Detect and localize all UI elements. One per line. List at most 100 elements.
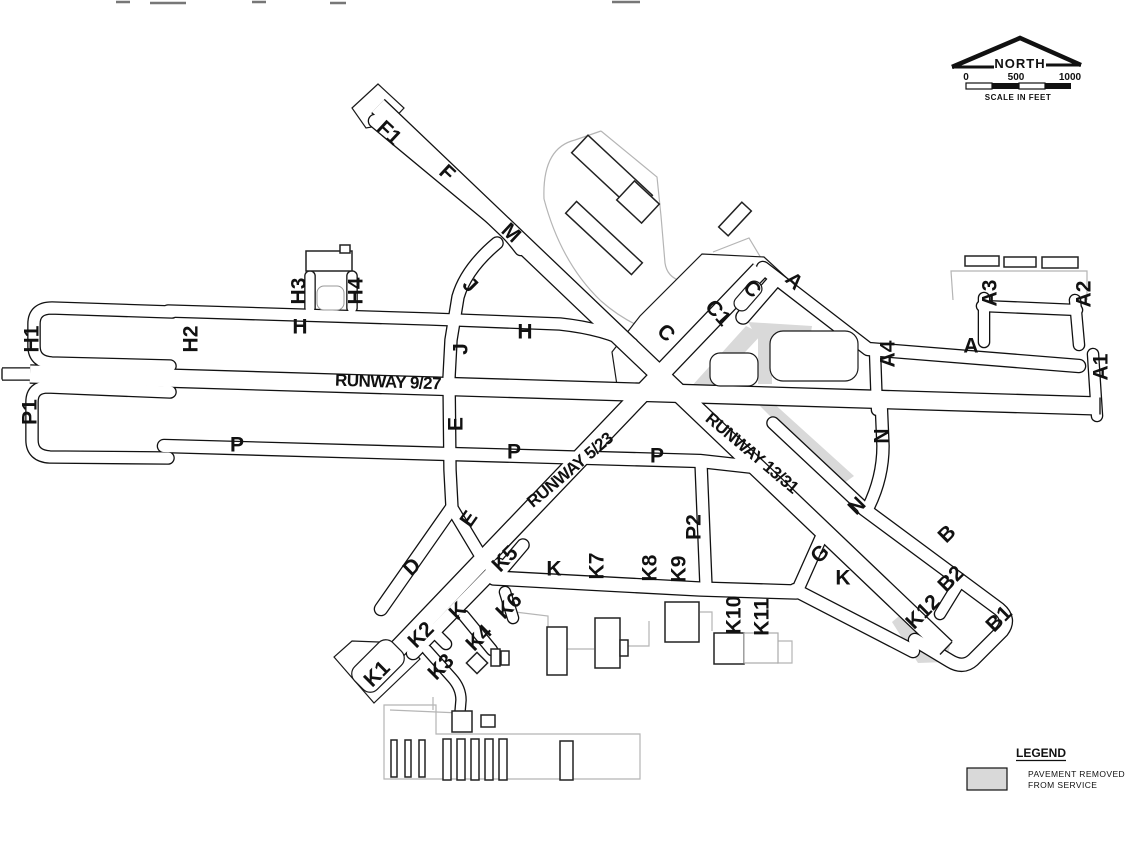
north-arrow-bar: [952, 63, 1081, 69]
pavement-surface: [1088, 349, 1102, 421]
hangar: [964, 255, 1000, 267]
taxiway-label-h3: H3: [288, 278, 311, 305]
t-hangar: [498, 738, 508, 781]
island: [316, 285, 345, 311]
runway-end-caps: [1, 368, 1101, 655]
pavement-surface: [494, 539, 529, 578]
terminal-building: [615, 179, 661, 225]
fbo-building: [713, 632, 745, 665]
pavement-surface: [767, 417, 875, 519]
t-hangar: [418, 739, 426, 778]
t-hangar: [404, 739, 412, 778]
t-hangar: [390, 739, 398, 778]
pavement-surface: [858, 503, 1012, 671]
taxiway-label-k: K: [835, 567, 850, 590]
island: [351, 639, 405, 693]
building: [465, 651, 489, 675]
taxiway-label-k7: K7: [586, 553, 609, 580]
legend-swatch-pavement-removed: [966, 767, 1008, 791]
runway-label-runway-9-27: RUNWAY 9/27: [335, 371, 442, 394]
terminal-apron-outline: [543, 130, 762, 328]
hangar: [1041, 256, 1079, 269]
taxiway-label-h: H: [517, 321, 532, 344]
pavement-surface: [695, 457, 712, 592]
island: [709, 352, 759, 387]
taxiway-label-a4: A4: [877, 340, 900, 367]
pavement-edge: [25, 380, 177, 465]
taxiway-label-a3: A3: [979, 280, 1002, 307]
taxiway-label-h: H: [292, 316, 307, 339]
runway-label-runway-5-23: RUNWAY 5/23: [523, 429, 616, 512]
taxiway-label-k9: K9: [668, 556, 691, 583]
scale-bar-segment: [1018, 82, 1046, 90]
taxiway-label-p: P: [650, 445, 664, 468]
cropped-title-marks: [116, 0, 640, 5]
scale-caption: SCALE IN FEET: [985, 93, 1052, 102]
pavement-surface: [26, 381, 176, 464]
building: [546, 626, 568, 676]
north-label-backdrop: [995, 56, 1045, 70]
pavement-surface: [407, 559, 505, 659]
taxiway-label-k10: K10: [723, 596, 746, 635]
legend-item-line1: PAVEMENT REMOVED: [1028, 769, 1125, 779]
taxiway-islands: [316, 280, 859, 693]
building: [451, 710, 473, 733]
t-hangar: [470, 738, 480, 781]
pavement-surface: [419, 617, 451, 649]
pavement-surface: [422, 645, 466, 717]
scale-tick-0: 0: [963, 72, 969, 83]
south-apron-outline: [514, 611, 793, 664]
building: [664, 601, 700, 643]
scale-bar-segment: [992, 83, 1019, 89]
north-arrow-and-scale: NORTH 0 500 1000 SCALE IN FEET: [951, 35, 1082, 102]
taxiway-label-k11: K11: [751, 598, 774, 636]
taxiway-label-k: K: [546, 558, 561, 581]
terminal-building: [564, 200, 644, 276]
island: [769, 330, 859, 382]
pavement-surface: [162, 305, 638, 350]
t-hangar: [442, 738, 452, 781]
pavement-surface: [935, 578, 964, 619]
north-arrow-icon: [951, 35, 1082, 70]
pavement-surface: [500, 587, 518, 623]
t-hangar: [559, 740, 574, 781]
legend-title: LEGEND: [1016, 746, 1066, 760]
pavement-surface: [700, 302, 732, 336]
taxiway-label-p1: P1: [19, 399, 42, 425]
pavement-surface: [870, 347, 882, 415]
building: [305, 250, 353, 272]
taxiway-label-a1: A1: [1090, 353, 1113, 380]
t-hangar: [456, 738, 466, 781]
taxiway-label-a: A: [963, 335, 978, 358]
taxiway-label-p: P: [230, 434, 244, 457]
scale-tick-500: 500: [1008, 72, 1025, 83]
taxiway-label-n: N: [871, 428, 894, 443]
building: [339, 244, 351, 254]
taxiway-label-b: B: [934, 521, 961, 548]
taxiway-label-p: P: [507, 441, 521, 464]
pavement-surface: [359, 264, 767, 688]
pavement-surface: [158, 440, 760, 473]
scale-bar-segment: [965, 82, 993, 90]
taxiway-label-e: E: [445, 417, 468, 431]
taxiway-label-k6: K6: [491, 588, 526, 623]
pavement-surface: [487, 571, 803, 599]
runway31-end-cap: [939, 641, 953, 655]
building: [717, 201, 753, 237]
scale-bar-segment: [1045, 83, 1071, 89]
taxiway-label-k8: K8: [639, 554, 662, 581]
pavement-surface: [862, 393, 889, 514]
pavement-surface: [28, 302, 178, 372]
building: [490, 648, 501, 667]
scale-tick-1000: 1000: [1059, 72, 1082, 83]
taxiway-label-h4: H4: [345, 277, 368, 304]
building: [500, 650, 510, 666]
pavement-surface: [736, 272, 783, 324]
legend-item-line2: FROM SERVICE: [1028, 780, 1097, 790]
pavement-surfaces: [2, 99, 1102, 717]
taxiway-label-h1: H1: [21, 325, 44, 352]
removed-pavement-patch: [758, 336, 772, 384]
t-hangar: [484, 738, 494, 781]
pavement-surface: [793, 525, 830, 593]
